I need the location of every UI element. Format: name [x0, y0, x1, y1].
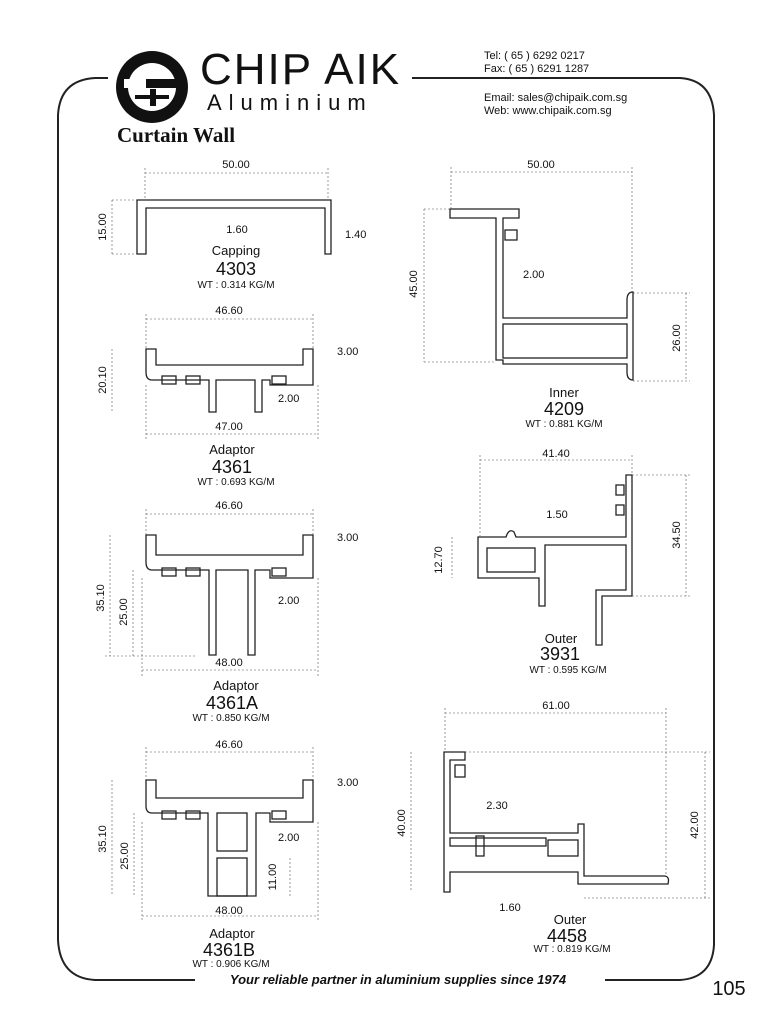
label-3931-code: 3931	[540, 644, 580, 664]
dim-4361a-inner: 25.00	[118, 598, 130, 626]
profile-4361	[145, 348, 314, 413]
dim-4361a-lip: 3.00	[337, 532, 358, 544]
dim-3931-width: 41.40	[542, 448, 570, 460]
dim-4361b-height: 35.10	[97, 825, 109, 853]
label-4361a-code: 4361A	[206, 693, 258, 713]
section-title: Curtain Wall	[117, 123, 235, 147]
profile-3931	[477, 474, 633, 646]
label-4458-name: Outer	[554, 912, 587, 927]
label-4303-code: 4303	[216, 259, 256, 279]
label-4361b-code: 4361B	[203, 940, 255, 960]
dim-4361a-bottom: 48.00	[215, 657, 243, 669]
dim-4209-width: 50.00	[527, 159, 555, 171]
profile-4458	[443, 751, 670, 893]
dim-4361-top: 46.60	[215, 305, 243, 317]
dim-4361b-web: 2.00	[278, 832, 299, 844]
label-4361-code: 4361	[212, 457, 252, 477]
dim-4361b-top: 46.60	[215, 739, 243, 751]
dim-4361-height: 20.10	[97, 366, 109, 394]
label-4303-name: Capping	[212, 243, 260, 258]
contact-tel: Tel: ( 65 ) 6292 0217	[484, 50, 585, 62]
dim-4458-right: 42.00	[689, 811, 701, 839]
label-4361a-weight: WT : 0.850 KG/M	[192, 713, 269, 724]
dim-4458-width: 61.00	[542, 700, 570, 712]
dim-4303-wall: 1.60	[226, 224, 247, 236]
dim-4458-left: 40.00	[396, 809, 408, 837]
label-4458-weight: WT : 0.819 KG/M	[533, 944, 610, 955]
contact-email: Email: sales@chipaik.com.sg	[484, 92, 627, 104]
label-4361-weight: WT : 0.693 KG/M	[197, 477, 274, 488]
profile-4209	[449, 208, 634, 381]
dim-4361b-bottom: 48.00	[215, 905, 243, 917]
label-4303-weight: WT : 0.314 KG/M	[197, 280, 274, 291]
dim-4361-lip: 3.00	[337, 346, 358, 358]
dim-4303-width: 50.00	[222, 159, 250, 171]
dim-4361b-lip: 3.00	[337, 777, 358, 789]
dim-3931-right: 34.50	[671, 521, 683, 549]
label-4458-code: 4458	[547, 926, 587, 946]
dim-4303-lip: 1.40	[345, 229, 366, 241]
dim-4209-wall: 2.00	[523, 269, 544, 281]
label-4361b-name: Adaptor	[209, 926, 255, 941]
company-name: CHIP AIK	[200, 45, 401, 94]
profile-4303	[136, 199, 332, 255]
label-4361a-name: Adaptor	[213, 678, 259, 693]
dim-4361b-inner: 25.00	[119, 842, 131, 870]
dim-4361-bottom: 47.00	[215, 421, 243, 433]
chip-aik-logo	[116, 51, 188, 123]
dim-4458-wall-top: 2.30	[486, 800, 507, 812]
dim-4303-height: 15.00	[97, 213, 109, 241]
dim-4361-web: 2.00	[278, 393, 299, 405]
label-4209-code: 4209	[544, 399, 584, 419]
dim-4458-wall-bottom: 1.60	[499, 902, 520, 914]
dim-4209-side: 26.00	[671, 324, 683, 352]
label-3931-name: Outer	[545, 631, 578, 646]
company-division: Aluminium	[207, 90, 373, 115]
label-4361b-weight: WT : 0.906 KG/M	[192, 959, 269, 970]
dim-4361b-slot: 11.00	[267, 864, 279, 891]
dim-4361a-top: 46.60	[215, 500, 243, 512]
label-3931-weight: WT : 0.595 KG/M	[529, 665, 606, 676]
contact-web: Web: www.chipaik.com.sg	[484, 105, 612, 117]
label-4361-name: Adaptor	[209, 442, 255, 457]
footer-tagline: Your reliable partner in aluminium suppl…	[230, 972, 567, 987]
label-4209-name: Inner	[549, 385, 579, 400]
dim-3931-wall: 1.50	[546, 509, 567, 521]
label-4209-weight: WT : 0.881 KG/M	[525, 419, 602, 430]
dim-4361a-height: 35.10	[95, 584, 107, 612]
profile-4361a	[145, 534, 314, 656]
dim-4361a-web: 2.00	[278, 595, 299, 607]
dim-3931-left: 12.70	[433, 546, 445, 574]
profile-4361b	[145, 779, 314, 897]
dim-4209-height: 45.00	[408, 270, 420, 298]
contact-fax: Fax: ( 65 ) 6291 1287	[484, 63, 589, 75]
page-frame	[57, 77, 715, 981]
page-number: 105	[712, 978, 745, 1000]
